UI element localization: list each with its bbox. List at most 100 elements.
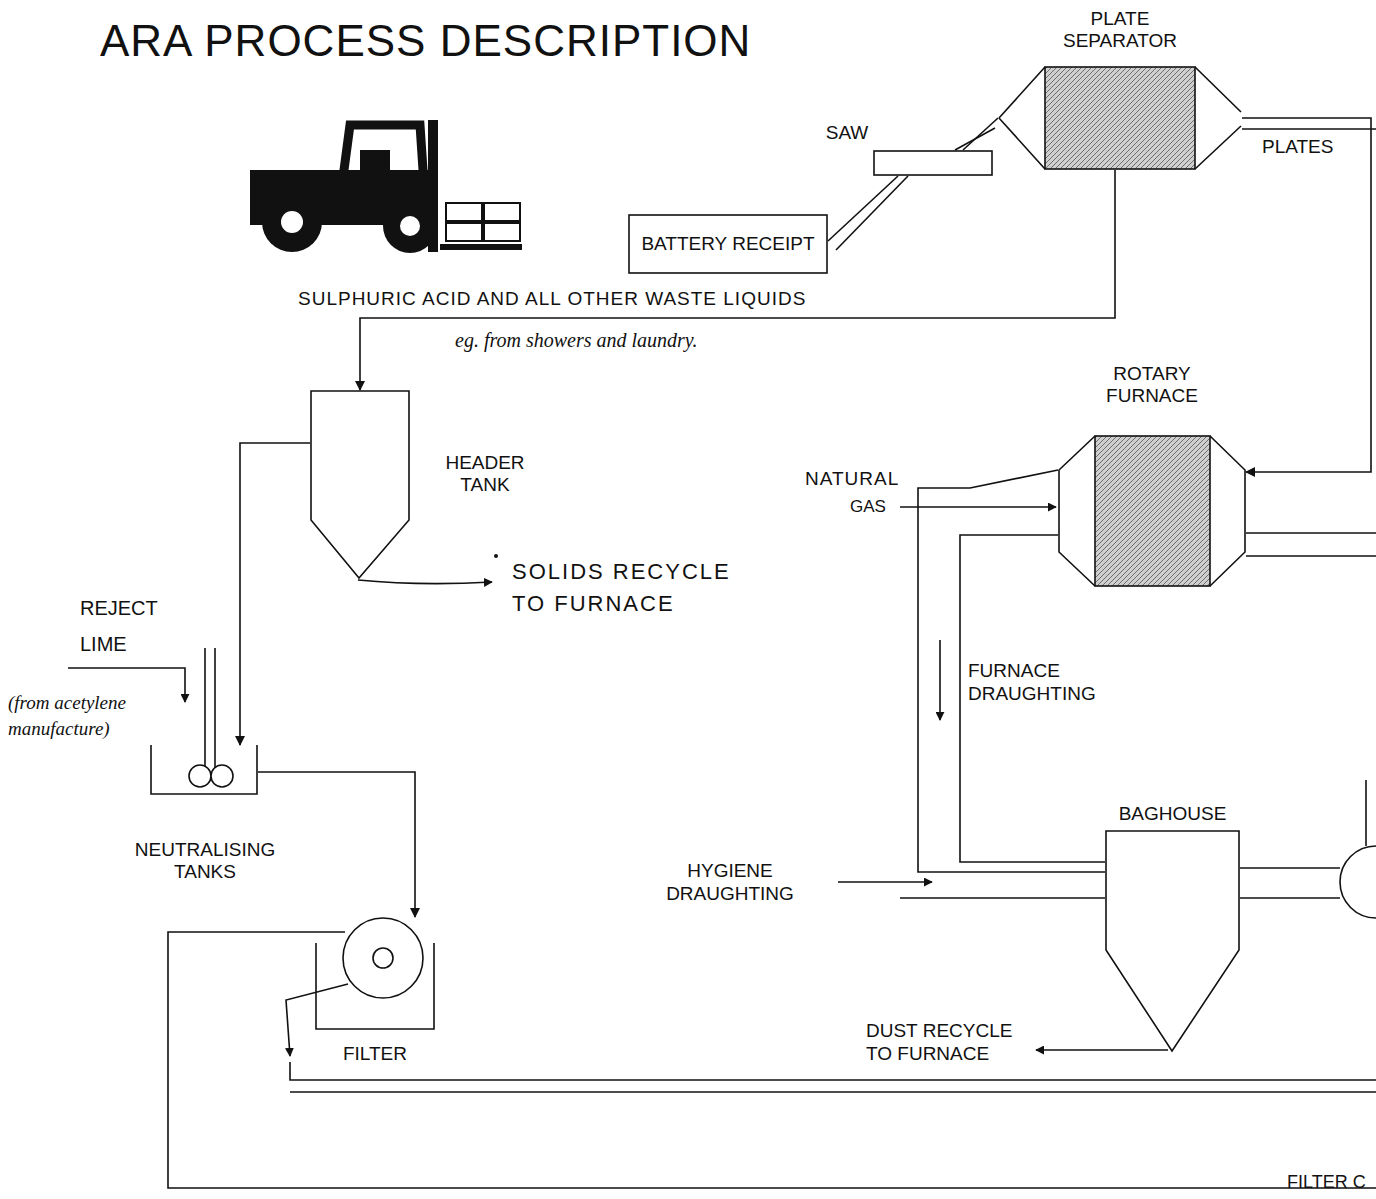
node-label: FILTER bbox=[315, 1043, 435, 1065]
separator-unit-outline bbox=[1045, 67, 1195, 169]
saw-box-outline bbox=[874, 151, 992, 175]
neutralising-tank-outline bbox=[150, 745, 258, 795]
fan-symbol bbox=[1340, 846, 1376, 918]
forklift-illustration bbox=[446, 203, 482, 221]
rotary-furnace-outline bbox=[1059, 436, 1245, 586]
rotary-furnace-outline bbox=[1058, 435, 1246, 587]
flow-note: (from acetylene manufacture) bbox=[8, 690, 146, 741]
separator-unit-outline bbox=[999, 67, 1241, 169]
forklift-illustration bbox=[440, 244, 522, 250]
header-tank-outline bbox=[311, 391, 409, 578]
pipe-line bbox=[939, 640, 941, 720]
filter-drum-outline bbox=[373, 948, 393, 968]
pipe-line bbox=[1242, 128, 1376, 130]
baghouse-unit: BAGHOUSE bbox=[1105, 830, 1240, 1052]
pipe-line bbox=[900, 897, 1105, 899]
flow-connector bbox=[240, 443, 310, 745]
forklift-illustration bbox=[250, 120, 522, 253]
mixer-symbol bbox=[189, 765, 233, 787]
process-box-outline bbox=[629, 215, 827, 273]
saw-box-outline bbox=[873, 150, 993, 176]
flow-connector bbox=[828, 176, 898, 241]
forklift-illustration bbox=[484, 223, 520, 241]
forklift-illustration bbox=[446, 203, 520, 241]
pipe-line bbox=[168, 932, 1376, 1188]
pipe-line bbox=[358, 580, 492, 584]
forklift-illustration bbox=[484, 203, 520, 221]
separator-unit-outline bbox=[998, 66, 1242, 170]
pipe-line bbox=[1365, 780, 1367, 846]
neutralising-tank: NEUTRALISING TANKS bbox=[150, 745, 258, 795]
stream-label: FURNACE DRAUGHTING bbox=[968, 660, 1118, 706]
neutralising-tank-outline bbox=[151, 745, 257, 794]
pipe-line bbox=[1240, 867, 1340, 869]
node-label: NEUTRALISING TANKS bbox=[125, 839, 285, 883]
forklift-illustration bbox=[400, 216, 420, 236]
flow-note: eg. from showers and laundry. bbox=[455, 328, 785, 352]
flow-connector bbox=[258, 772, 415, 917]
dot-mark bbox=[494, 554, 498, 558]
rotary-furnace-outline bbox=[1059, 436, 1245, 586]
pipe-line bbox=[204, 648, 206, 778]
pipe-line bbox=[838, 881, 932, 883]
fan-symbol bbox=[1340, 846, 1376, 918]
pipe-line bbox=[1246, 532, 1376, 534]
flow-connector bbox=[963, 118, 998, 150]
separator-unit: PLATE SEPARATOR bbox=[998, 66, 1242, 170]
node-label: PLATE SEPARATOR bbox=[1040, 8, 1200, 52]
pipe-line bbox=[290, 1091, 1376, 1093]
baghouse-unit-outline bbox=[1105, 830, 1240, 1052]
stream-label: PLATES bbox=[1262, 136, 1352, 159]
node-label: ROTARY FURNACE bbox=[1077, 363, 1227, 407]
neutralising-tank-outline bbox=[151, 745, 257, 794]
process-box-outline bbox=[629, 215, 827, 273]
pipe-line bbox=[1246, 555, 1376, 557]
process-box: BATTERY RECEIPT bbox=[628, 214, 828, 274]
rotary-furnace-outline bbox=[1095, 436, 1210, 586]
flow-connector bbox=[1242, 118, 1371, 472]
dot-mark bbox=[494, 554, 498, 558]
filter-drum-outline bbox=[316, 943, 434, 1029]
forklift-illustration bbox=[383, 199, 437, 253]
pipe-line bbox=[290, 1062, 1376, 1080]
pipe-line bbox=[214, 648, 216, 778]
mixer-symbol bbox=[189, 765, 211, 787]
flow-note: SULPHURIC ACID AND ALL OTHER WASTE LIQUI… bbox=[298, 288, 958, 311]
saw-box: SAW bbox=[873, 150, 993, 176]
filter-drum: FILTER bbox=[315, 915, 435, 1032]
separator-unit-outline bbox=[999, 67, 1241, 169]
node-label: BAGHOUSE bbox=[1105, 803, 1240, 825]
baghouse-unit-outline bbox=[1106, 831, 1239, 1051]
mixer-symbol bbox=[211, 765, 233, 787]
stream-label: DUST RECYCLE TO FURNACE bbox=[866, 1020, 1036, 1066]
pipe-line bbox=[1240, 897, 1340, 899]
stream-label: GAS bbox=[850, 497, 900, 517]
pipe-line bbox=[286, 984, 348, 1056]
rotary-furnace: ROTARY FURNACE bbox=[1058, 435, 1246, 587]
header-tank-outline bbox=[310, 390, 410, 580]
node-label: SAW bbox=[821, 122, 873, 144]
node-label: HEADER TANK bbox=[430, 452, 540, 496]
stream-label: HYGIENE DRAUGHTING bbox=[650, 860, 810, 906]
stream-label: FILTER C bbox=[1287, 1172, 1373, 1194]
baghouse-unit-outline bbox=[1106, 831, 1239, 1051]
pipe-line bbox=[836, 176, 908, 250]
stream-label: NATURAL bbox=[805, 468, 915, 491]
filter-drum-outline bbox=[316, 918, 434, 1029]
flow-connector bbox=[360, 170, 1115, 390]
forklift-illustration bbox=[262, 192, 322, 252]
header-tank: HEADER TANK bbox=[310, 390, 410, 580]
header-tank-outline bbox=[311, 391, 409, 578]
pipe-line bbox=[68, 128, 1376, 1188]
forklift-illustration bbox=[446, 223, 482, 241]
filter-drum-outline bbox=[315, 915, 435, 1032]
filter-drum-outline bbox=[343, 918, 423, 998]
diagram-title: ARA PROCESS DESCRIPTION bbox=[100, 16, 751, 66]
forklift-illustration bbox=[360, 150, 390, 175]
pipe-line bbox=[1036, 1049, 1168, 1051]
node-label: BATTERY RECEIPT bbox=[641, 233, 814, 255]
stream-label: REJECT LIME bbox=[80, 590, 175, 662]
